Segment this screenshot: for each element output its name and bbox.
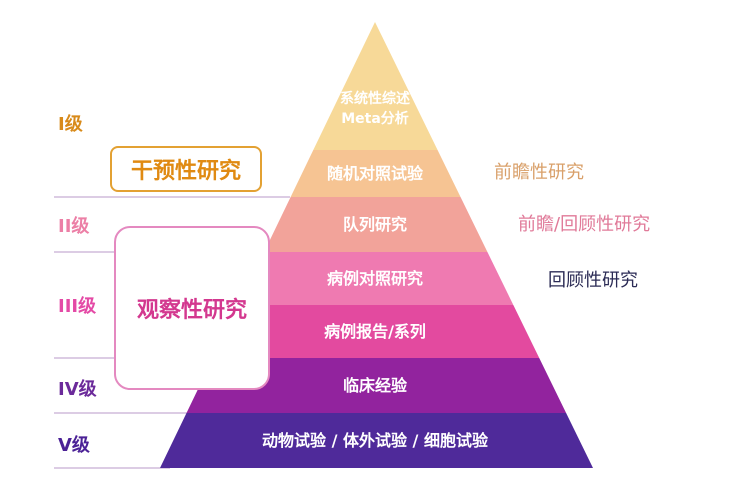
prospective-retrospective-label: 前瞻/回顾性研究: [518, 214, 651, 235]
pyramid-band-5-label: 病例报告/系列: [324, 322, 426, 341]
pyramid-band-6-label: 临床经验: [343, 376, 408, 395]
pyramid-band-3-label: 队列研究: [343, 215, 407, 234]
pyramid-band-6: [186, 358, 567, 413]
pyramid-band-2-label: 随机对照试验: [327, 164, 424, 183]
retrospective-study-label: 回顾性研究: [548, 270, 638, 291]
pyramid-band-2: [290, 150, 461, 197]
level-5-label: V级: [58, 435, 90, 456]
intervention-study-box: 干预性研究: [110, 146, 262, 192]
pyramid-band-7-label: 动物试验 / 体外试验 / 细胞试验: [262, 431, 489, 450]
pyramid-band-3: [264, 197, 488, 252]
pyramid-band-1-label: 系统性综述: [340, 90, 410, 107]
level-1-label: I级: [58, 114, 83, 135]
level-4-label: IV级: [58, 379, 97, 400]
level-2-label: II级: [58, 216, 90, 237]
pyramid-band-5: [213, 305, 540, 358]
pyramid-band-4: [238, 252, 514, 305]
observational-study-box: 观察性研究: [114, 226, 270, 390]
pyramid-band-7: [160, 413, 593, 468]
pyramid-band-4-label: 病例对照研究: [327, 269, 423, 288]
level-3-label: III级: [58, 296, 97, 317]
pyramid-band-1: [313, 22, 438, 150]
pyramid-band-1-label: Meta分析: [341, 110, 409, 127]
prospective-study-label: 前瞻性研究: [494, 162, 584, 183]
